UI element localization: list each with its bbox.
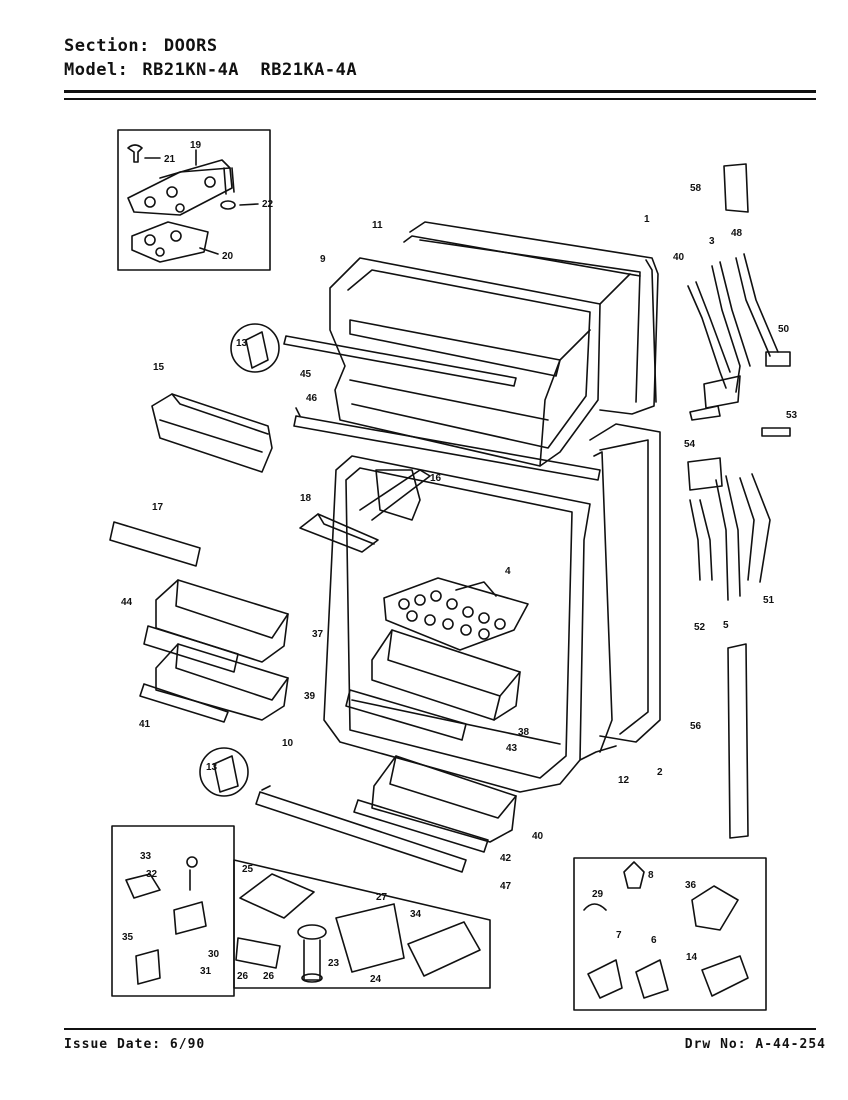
- callout-33: 33: [140, 851, 152, 862]
- callout-47: 47: [500, 881, 512, 892]
- model-value: RB21KN-4A RB21KA-4A: [142, 60, 358, 80]
- callout-42: 42: [500, 853, 512, 864]
- callout-25: 25: [242, 864, 254, 875]
- callout-50: 50: [778, 324, 790, 335]
- callout-43: 43: [506, 743, 518, 754]
- callout-1: 1: [644, 214, 650, 225]
- inset-bottom-right: [573, 857, 767, 1011]
- callout-40-lower: 40: [532, 831, 544, 842]
- bottom-strips: [255, 785, 489, 873]
- callout-36: 36: [685, 880, 697, 891]
- callout-19: 19: [190, 140, 202, 151]
- detail-circle-13-top: [230, 323, 280, 373]
- door-hinge-straps: [687, 163, 791, 839]
- inset-bottom-middle: [233, 859, 491, 989]
- inset-bottom-hinge: [111, 825, 235, 997]
- callout-5: 5: [723, 620, 729, 631]
- callout-26-right: 26: [263, 971, 275, 982]
- callout-46: 46: [306, 393, 318, 404]
- callout-14: 14: [686, 952, 698, 963]
- header-rule-thin: [64, 98, 816, 100]
- freezer-door-outer: [403, 221, 659, 415]
- dairy-door: [151, 393, 273, 473]
- callout-7: 7: [616, 930, 622, 941]
- callout-15: 15: [153, 362, 165, 373]
- inset-top-hinge: [117, 129, 271, 271]
- issue-date: Issue Date: 6/90: [64, 1037, 206, 1052]
- callout-18: 18: [300, 493, 312, 504]
- callout-35: 35: [122, 932, 134, 943]
- callout-41: 41: [139, 719, 151, 730]
- callout-32: 32: [146, 869, 158, 880]
- callout-24: 24: [370, 974, 382, 985]
- callout-30: 30: [208, 949, 220, 960]
- callout-9: 9: [320, 254, 326, 265]
- callout-40-upper: 40: [673, 252, 685, 263]
- callout-29: 29: [592, 889, 604, 900]
- left-shelf-39: [155, 643, 289, 721]
- section-label: Section:: [64, 36, 150, 56]
- section-line: Section: DOORS: [64, 36, 218, 56]
- callout-labels: 21 19 22 20 11 1 9 13 45 46 15 16 18 17 …: [121, 140, 798, 985]
- model-label: Model:: [64, 60, 129, 80]
- callout-16: 16: [430, 473, 442, 484]
- callout-37: 37: [312, 629, 324, 640]
- callout-21: 21: [164, 154, 176, 165]
- fresh-food-door-outer: [579, 423, 661, 761]
- callout-11: 11: [372, 220, 383, 231]
- callout-54: 54: [684, 439, 696, 450]
- model-line: Model: RB21KN-4A RB21KA-4A: [64, 60, 357, 80]
- section-value: DOORS: [163, 36, 218, 56]
- callout-52: 52: [694, 622, 706, 633]
- callout-2: 2: [657, 767, 663, 778]
- drawing-number: Drw No: A-44-254: [684, 1037, 826, 1052]
- footer-rule: [64, 1028, 816, 1030]
- door-shelf-40: [371, 755, 517, 843]
- callout-10: 10: [282, 738, 294, 749]
- callout-13-bottom: 13: [206, 762, 218, 773]
- callout-3: 3: [709, 236, 715, 247]
- freezer-door-liner: [329, 257, 601, 467]
- callout-23: 23: [328, 958, 340, 969]
- callout-8: 8: [648, 870, 654, 881]
- fresh-food-door-liner: [323, 455, 591, 793]
- callout-39: 39: [304, 691, 316, 702]
- callout-12: 12: [618, 775, 630, 786]
- callout-38: 38: [518, 727, 530, 738]
- callout-34: 34: [410, 909, 422, 920]
- callout-48: 48: [731, 228, 743, 239]
- callout-44: 44: [121, 597, 133, 608]
- label-strips: [109, 521, 467, 741]
- callout-4: 4: [505, 566, 511, 577]
- left-shelf-37: [143, 579, 289, 673]
- callout-56: 56: [690, 721, 702, 732]
- callout-45: 45: [300, 369, 312, 380]
- callout-58: 58: [690, 183, 702, 194]
- callout-51: 51: [763, 595, 775, 606]
- detail-circle-13-bottom: [199, 747, 249, 797]
- bracket-18: [299, 513, 379, 553]
- callout-26-left: 26: [237, 971, 249, 982]
- freezer-strips: [283, 335, 601, 481]
- callout-20: 20: [222, 251, 234, 262]
- callout-31: 31: [200, 966, 212, 977]
- callout-53: 53: [786, 410, 798, 421]
- header-rule-thick: [64, 90, 816, 93]
- egg-tray: [383, 577, 529, 651]
- door-shelf-38: [371, 629, 521, 721]
- callout-13-top: 13: [236, 338, 248, 349]
- callout-22: 22: [262, 199, 274, 210]
- callout-17: 17: [152, 502, 164, 513]
- callout-27: 27: [376, 892, 388, 903]
- callout-6: 6: [651, 935, 657, 946]
